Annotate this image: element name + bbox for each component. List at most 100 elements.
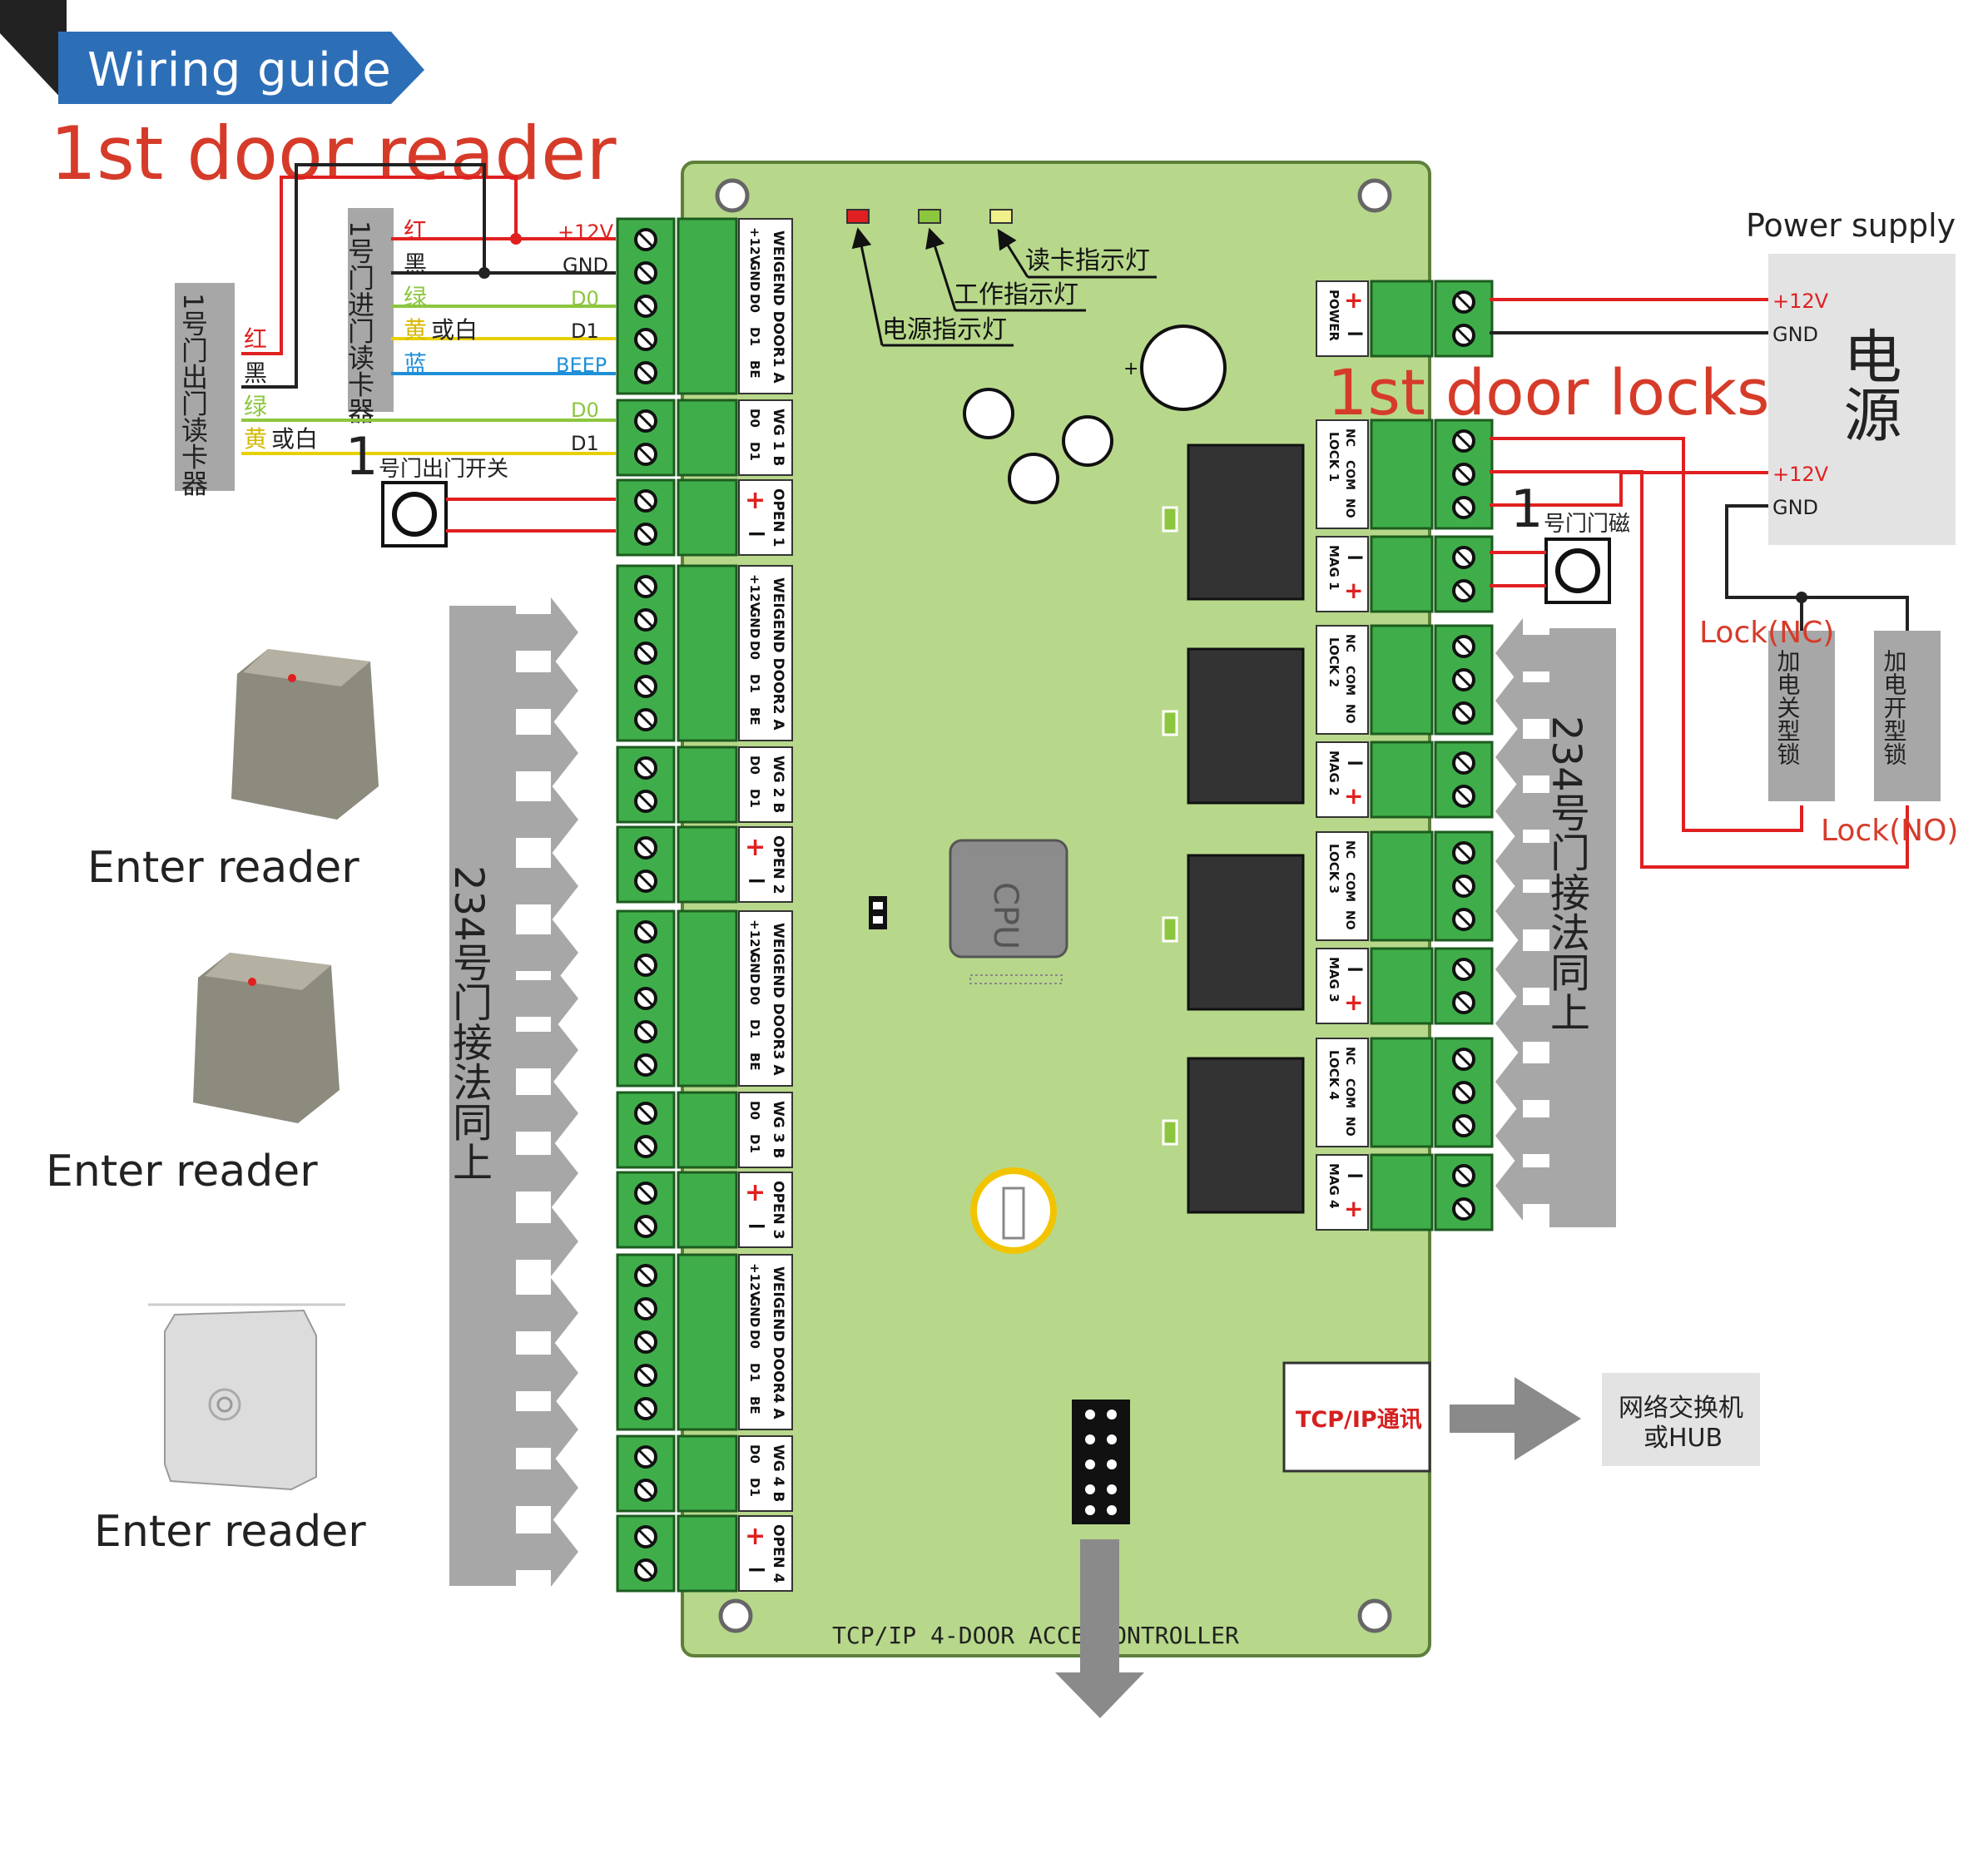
header-plug	[677, 564, 738, 742]
buzzer	[1140, 325, 1227, 411]
svg-text:−: −	[1346, 955, 1365, 983]
svg-text:黄: 黄	[244, 425, 267, 453]
svg-text:绿: 绿	[244, 393, 267, 420]
reader-label-1: Enter reader	[87, 843, 359, 893]
exit-button-icon	[392, 492, 437, 537]
svg-text:D1: D1	[747, 1478, 762, 1497]
gray-arrow-right	[516, 918, 578, 988]
svg-text:D1: D1	[747, 442, 762, 461]
gray-arrow-right	[516, 1206, 578, 1276]
svg-text:D0: D0	[747, 756, 762, 775]
tcpip-label: TCP/IP通讯	[1296, 1407, 1422, 1433]
svg-text:MAG 2: MAG 2	[1326, 751, 1341, 796]
gray-arrow-right	[516, 1517, 578, 1587]
switch-line1: 网络交换机	[1619, 1394, 1743, 1423]
card-reader-1	[231, 649, 379, 820]
svg-text:NC: NC	[1343, 1047, 1356, 1065]
gray-arrow-right	[516, 1453, 578, 1523]
svg-text:GND: GND	[747, 1296, 762, 1327]
svg-text:NC: NC	[1343, 429, 1356, 447]
svg-text:GND: GND	[1772, 496, 1818, 519]
svg-text:LOCK 2: LOCK 2	[1326, 637, 1341, 687]
svg-text:−: −	[746, 1211, 767, 1241]
svg-text:D0: D0	[747, 986, 762, 1005]
svg-text:MAG 4: MAG 4	[1326, 1163, 1341, 1209]
svg-text:−: −	[1346, 320, 1365, 347]
svg-text:D0: D0	[747, 1330, 762, 1349]
svg-text:MAG 3: MAG 3	[1326, 957, 1341, 1003]
exit-reader-label: 1号门出门读卡器	[177, 293, 209, 497]
svg-text:GND: GND	[747, 953, 762, 983]
svg-text:D1: D1	[747, 1363, 762, 1382]
reader-label-3: Enter reader	[94, 1507, 366, 1557]
power-led-label: 电源指示灯	[882, 315, 1007, 344]
board-caption: TCP/IP 4-DOOR ACCE CONTROLLER	[832, 1622, 1239, 1649]
jumper	[869, 896, 887, 929]
svg-text:NO: NO	[1343, 1117, 1356, 1137]
svg-text:红: 红	[404, 217, 427, 245]
svg-text:黑: 黑	[404, 250, 427, 278]
entry-reader-tag	[348, 208, 394, 412]
svg-text:NC: NC	[1343, 840, 1356, 859]
pin-label-strip	[738, 218, 793, 394]
svg-text:+: +	[745, 833, 766, 862]
svg-text:+12V: +12V	[1772, 290, 1829, 313]
svg-text:+: +	[1344, 988, 1363, 1016]
svg-text:GND: GND	[563, 254, 608, 277]
gray-arrow-right	[516, 851, 578, 921]
svg-text:WEIGEND DOOR2 A: WEIGEND DOOR2 A	[770, 577, 786, 731]
gray-arrow-left	[1495, 988, 1549, 1058]
svg-text:GND: GND	[747, 607, 762, 638]
left-same-note: 234号门接法同上	[445, 865, 492, 1182]
relay-led	[1162, 916, 1178, 943]
svg-text:+12V: +12V	[747, 919, 762, 957]
svg-text:加电关型锁: 加电关型锁	[1774, 649, 1802, 765]
pin-label-strip	[738, 910, 793, 1087]
down-arrow	[1055, 1539, 1144, 1718]
svg-text:NC: NC	[1343, 634, 1356, 652]
svg-text:LOCK 3: LOCK 3	[1326, 844, 1341, 894]
gray-arrow-left	[1495, 1047, 1549, 1117]
svg-text:+12V: +12V	[1772, 463, 1829, 486]
header-plug	[677, 909, 738, 1088]
capacitor	[963, 388, 1014, 439]
rtc-battery	[970, 1167, 1057, 1254]
svg-text:D1: D1	[747, 1134, 762, 1153]
lock-nc-label: Lock(NC)	[1699, 616, 1834, 650]
gray-arrow-right	[516, 1138, 578, 1208]
power-led	[846, 209, 870, 224]
svg-text:D0: D0	[747, 409, 762, 428]
card-reader-2	[193, 953, 340, 1123]
svg-text:−: −	[746, 866, 767, 895]
svg-text:OPEN 3: OPEN 3	[770, 1181, 786, 1240]
svg-text:WG 2 B: WG 2 B	[770, 756, 786, 813]
svg-text:GND: GND	[747, 260, 762, 291]
svg-text:+: +	[745, 1178, 766, 1207]
right-same-note: 234号门接法同上	[1543, 716, 1589, 1032]
svg-text:蓝: 蓝	[404, 350, 427, 378]
svg-text:D1: D1	[747, 789, 762, 808]
svg-text:−: −	[746, 519, 767, 548]
entry-reader-label: 1号门进门读卡器	[344, 220, 375, 424]
no-lock	[1874, 631, 1941, 801]
svg-text:D1: D1	[747, 327, 762, 346]
cpu-chip	[949, 839, 1068, 959]
reader-label-2: Enter reader	[46, 1147, 318, 1197]
svg-text:D0: D0	[747, 641, 762, 660]
gray-arrow-right	[516, 1015, 578, 1085]
svg-text:POWER: POWER	[1326, 290, 1341, 342]
svg-text:NO: NO	[1343, 910, 1356, 930]
svg-text:WG 1 B: WG 1 B	[770, 409, 786, 466]
svg-text:+: +	[745, 1522, 766, 1551]
svg-text:MAG 1: MAG 1	[1326, 545, 1341, 591]
svg-text:D0: D0	[747, 294, 762, 313]
gray-arrow-right	[516, 964, 578, 1033]
svg-text:NO: NO	[1343, 704, 1356, 724]
exit-reader-tag	[175, 283, 235, 491]
gray-arrow-right	[516, 656, 578, 726]
gray-arrow-left	[1495, 618, 1549, 688]
mount-hole	[718, 1598, 753, 1633]
switch-line2: 或HUB	[1643, 1424, 1723, 1453]
svg-text:WEIGEND DOOR3 A: WEIGEND DOOR3 A	[770, 923, 786, 1076]
svg-text:或白: 或白	[431, 316, 478, 344]
